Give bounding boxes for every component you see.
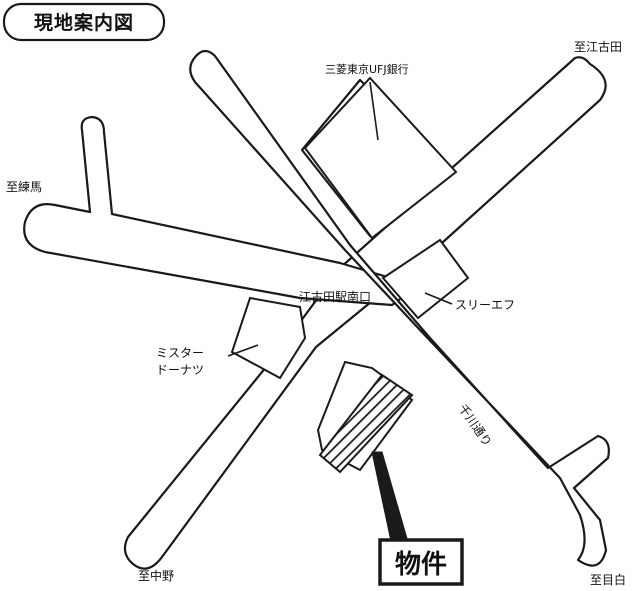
property-label-box: 物件 <box>378 538 464 586</box>
bank-leader <box>369 81 379 141</box>
mister-donut-leader <box>227 344 259 357</box>
leader-lines <box>227 81 453 357</box>
map-title-badge: 現地案内図 <box>2 2 166 42</box>
property-pointer <box>371 451 409 547</box>
property-label: 物件 <box>395 550 447 580</box>
road-nerima <box>23 115 420 307</box>
property-parcel <box>318 373 414 474</box>
road-network <box>23 49 610 570</box>
mister-donut-label-line2: ドーナツ <box>156 363 204 377</box>
dest-ekoda-label: 至江古田 <box>574 39 622 54</box>
dest-nakano-label: 至中野 <box>138 568 174 583</box>
dest-mejiro-label: 至目白 <box>590 572 626 587</box>
mister-donut-block <box>230 296 307 380</box>
map-title: 現地案内図 <box>34 11 134 34</box>
road-senkawa-mejiro <box>189 49 610 567</box>
street-label: 千川通り <box>456 402 495 449</box>
title-frame <box>2 2 166 42</box>
mister-donut-label-line1: ミスター <box>156 346 204 360</box>
road-ekoda-nakano <box>123 56 607 570</box>
dest-nerima-label: 至練馬 <box>6 180 42 194</box>
three-f-leader <box>424 292 453 305</box>
bank-block <box>303 76 458 240</box>
station-label: 江古田駅南口 <box>299 289 371 304</box>
three-f-block <box>381 238 470 320</box>
three-f-label: スリーエフ <box>455 298 515 312</box>
bank-label: 三菱東京UFJ銀行 <box>325 62 409 76</box>
property-frame <box>378 538 464 586</box>
